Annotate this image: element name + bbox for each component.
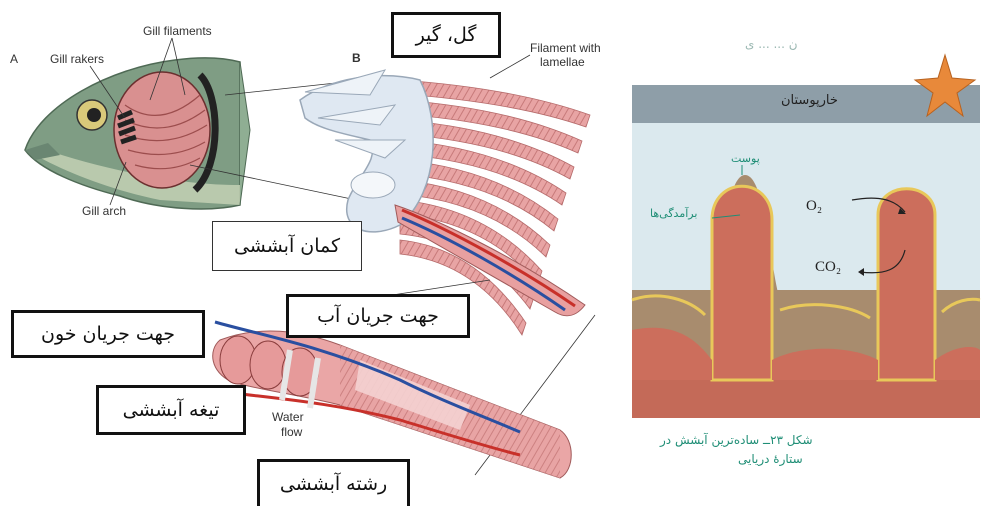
band-label: خارپوستان [781,93,838,108]
gill-lamella-text: تیغه آبششی [123,399,220,421]
single-filament-illustration [213,322,572,478]
projections-label: برآمدگی‌ها [650,207,697,220]
top-faded-text: ن ... ... ی [745,37,798,51]
gill-filament-box: رشته آبششی [257,459,410,506]
blood-direction-box: جهت جریان خون [11,310,205,358]
caption-line1: شکل ۲۳ــ ساده‌ترین آبشش در [660,433,813,447]
fish-head-illustration [25,58,250,209]
water-flow-label-line1: Water [272,410,304,424]
filament-with-lamellae-label-line2: lamellae [540,55,585,69]
panel-b-label: B [352,51,361,65]
caption-line2: ستارهٔ دریایی [738,452,803,466]
water-direction-box: جهت جریان آب [286,294,470,338]
skin-projection-left [712,186,772,380]
water-direction-text: جهت جریان آب [317,305,439,327]
panel-a-label: A [10,52,18,66]
co2-label: CO₂ [815,259,841,275]
blood-direction-text: جهت جریان خون [41,323,175,345]
gill-lamella-box: تیغه آبششی [96,385,246,435]
gill-raker-box: گل، گیر [391,12,501,58]
gill-arch-text: کمان آبششی [234,235,340,257]
skin-label: پوست [731,152,760,165]
gill-filaments-label: Gill filaments [143,24,212,38]
o2-label: O₂ [806,198,822,214]
gill-raker-text: گل، گیر [416,24,477,46]
gill-arch-bone [300,70,433,232]
skin-projection-right [878,189,935,380]
filament-with-lamellae-label-line1: Filament with [530,41,601,55]
gill-filament-text: رشته آبششی [280,473,387,495]
gill-arch-box: کمان آبششی [212,221,362,271]
water-flow-label-line2: flow [281,425,303,439]
gill-arch-label: Gill arch [82,204,126,218]
starfish-gill-illustration [632,55,980,418]
gill-rakers-label: Gill rakers [50,52,104,66]
